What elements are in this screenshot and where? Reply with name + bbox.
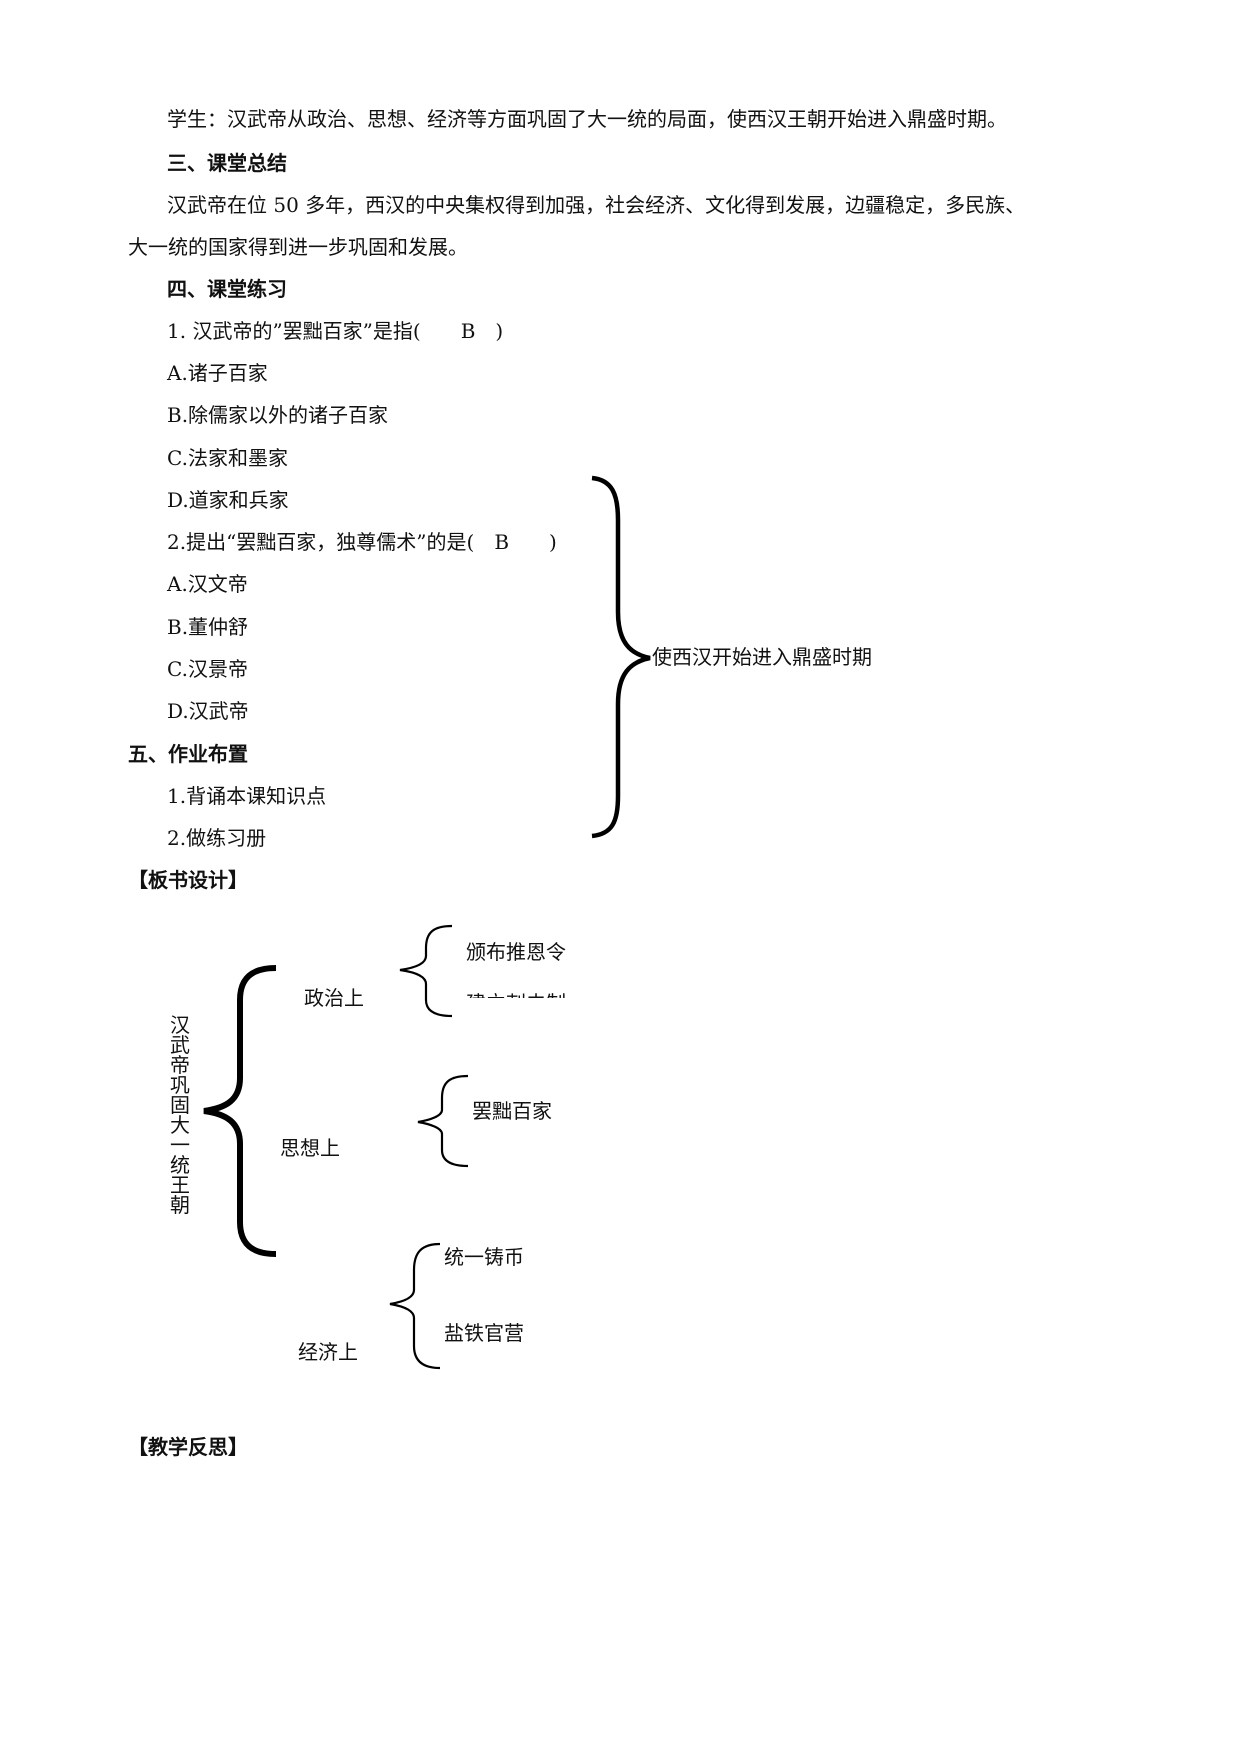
question-1-option-c: C.法家和墨家 <box>167 446 288 470</box>
section-heading-homework: 五、作业布置 <box>128 742 248 766</box>
teaching-reflection-heading: 【教学反思】 <box>128 1435 248 1459</box>
politics-brace <box>399 924 453 1018</box>
question-2-option-a: A.汉文帝 <box>167 572 248 596</box>
board-thought-item: 罢黜百家 <box>472 1099 552 1123</box>
homework-item: 1.背诵本课知识点 <box>167 784 327 808</box>
student-answer-line: 学生：汉武帝从政治、思想、经济等方面巩固了大一统的局面，使西汉王朝开始进入鼎盛时… <box>167 107 1007 131</box>
board-politics-label: 政治上 <box>304 986 364 1010</box>
board-economy-item: 盐铁官营 <box>444 1321 524 1345</box>
board-root-label: 汉武帝巩固大一统王朝 <box>170 1013 190 1217</box>
question-1-option-b: B.除儒家以外的诸子百家 <box>167 403 389 427</box>
main-brace <box>203 965 277 1257</box>
question-1-stem: 1. 汉武帝的”罢黜百家”是指( B ) <box>167 319 504 343</box>
question-2-option-b: B.董仲舒 <box>167 615 249 639</box>
board-design-heading: 【板书设计】 <box>128 868 248 892</box>
economy-brace <box>389 1242 441 1370</box>
side-note: 使西汉开始进入鼎盛时期 <box>652 645 872 669</box>
summary-line: 大一统的国家得到进一步巩固和发展。 <box>128 235 468 259</box>
question-2-stem: 2.提出“罢黜百家，独尊儒术”的是( B ) <box>167 530 557 554</box>
board-economy-item: 统一铸币 <box>444 1245 524 1269</box>
section-heading-summary: 三、课堂总结 <box>167 151 287 175</box>
thought-brace <box>417 1074 469 1168</box>
question-2-option-c: C.汉景帝 <box>167 657 248 681</box>
question-2-option-d: D.汉武帝 <box>167 699 249 723</box>
board-politics-item-cut: 建立刺史制 <box>466 990 566 998</box>
board-politics-item: 颁布推恩令 <box>466 940 566 964</box>
section-heading-exercises: 四、课堂练习 <box>167 277 287 301</box>
homework-item: 2.做练习册 <box>167 826 267 850</box>
summary-line: 汉武帝在位 50 多年，西汉的中央集权得到加强，社会经济、文化得到发展，边疆稳定… <box>167 193 1026 217</box>
board-thought-label: 思想上 <box>280 1136 340 1160</box>
question-1-option-a: A.诸子百家 <box>167 361 268 385</box>
board-economy-label: 经济上 <box>298 1340 358 1364</box>
question-1-option-d: D.道家和兵家 <box>167 488 289 512</box>
